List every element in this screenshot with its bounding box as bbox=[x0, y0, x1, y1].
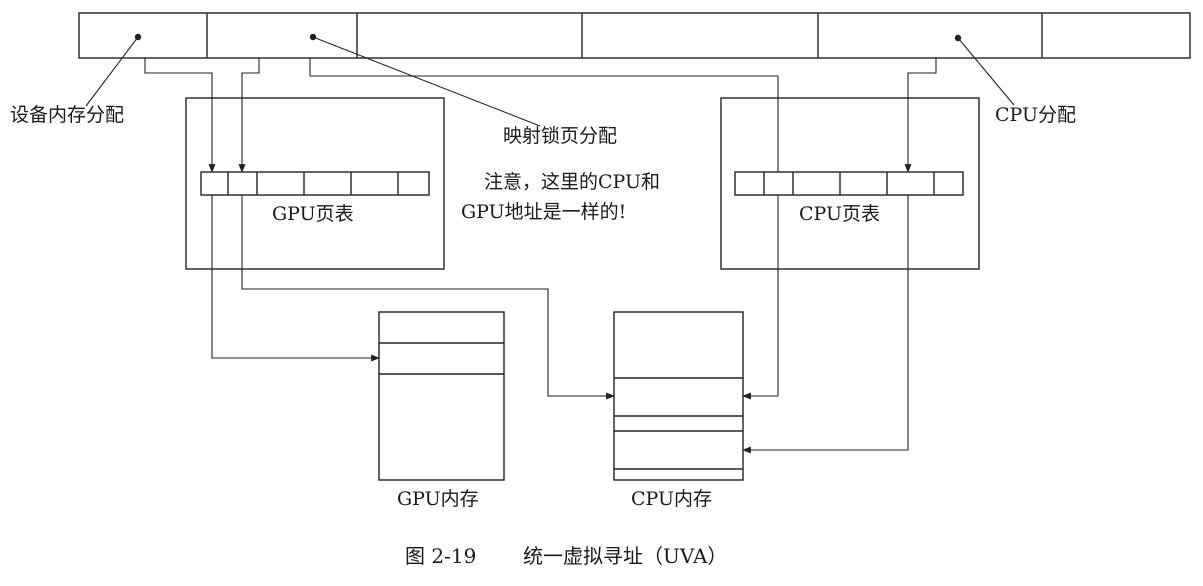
page-table-to-memory-arrows bbox=[211, 195, 909, 454]
gpu-page-table bbox=[185, 97, 445, 270]
gpu-memory-label: GPU内存 bbox=[397, 488, 479, 510]
note-line-1: 注意，这里的CPU和 bbox=[484, 171, 660, 193]
gpu-page-table-label: GPU页表 bbox=[272, 203, 354, 225]
note-line-2: GPU地址是一样的! bbox=[461, 201, 626, 223]
cpu-alloc-label: CPU分配 bbox=[995, 104, 1076, 126]
unified-address-space-bar bbox=[78, 12, 1191, 59]
figure-number: 图 2-19 bbox=[405, 544, 476, 568]
device-alloc-label: 设备内存分配 bbox=[10, 104, 124, 126]
label-leaders bbox=[85, 36, 1015, 127]
gpu-memory-block bbox=[378, 311, 505, 481]
figure-title: 统一虚拟寻址（UVA） bbox=[523, 544, 727, 568]
mapped-alloc-label: 映射锁页分配 bbox=[503, 125, 617, 147]
cpu-page-table bbox=[720, 97, 980, 270]
cpu-memory-block bbox=[613, 311, 744, 481]
address-to-page-table-arrows bbox=[144, 58, 937, 173]
cpu-memory-label: CPU内存 bbox=[631, 488, 712, 510]
cpu-page-table-label: CPU页表 bbox=[799, 203, 880, 225]
